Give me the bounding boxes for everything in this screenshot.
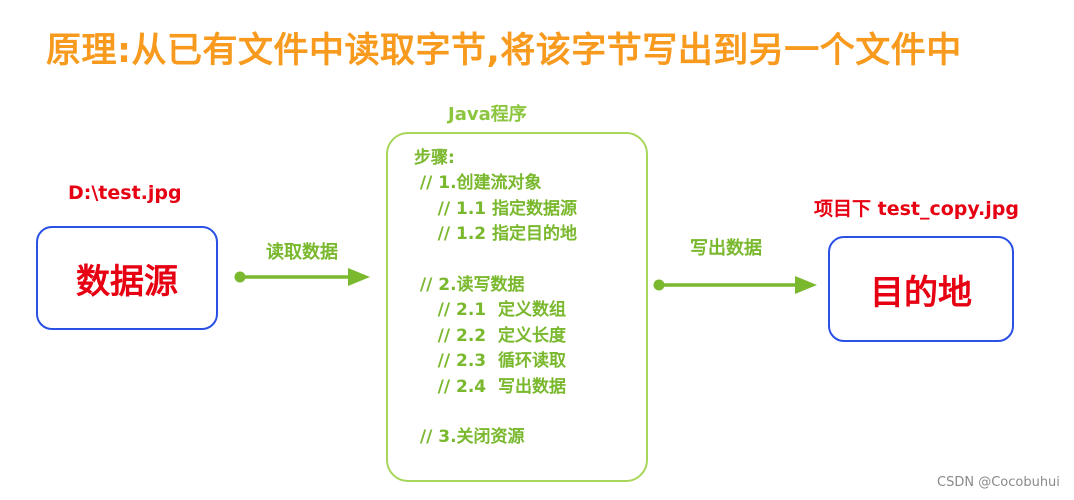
source-box: 数据源 bbox=[36, 226, 218, 330]
step-line: // 2.读写数据 bbox=[414, 274, 525, 295]
step-line: // 1.创建流对象 bbox=[414, 173, 542, 194]
program-box bbox=[386, 132, 648, 482]
step-line: 步骤: bbox=[414, 148, 455, 168]
destination-label: 目的地 bbox=[870, 272, 972, 313]
source-path: D:\test.jpg bbox=[68, 182, 182, 204]
watermark: CSDN @Cocobuhui bbox=[937, 475, 1060, 490]
destination-box: 目的地 bbox=[828, 236, 1014, 342]
step-line bbox=[414, 400, 577, 425]
page-title: 原理:从已有文件中读取字节,将该字节写出到另一个文件中 bbox=[46, 31, 962, 71]
step-line: // 2.3 循环读取 bbox=[414, 351, 566, 372]
destination-path: 项目下 test_copy.jpg bbox=[814, 198, 1019, 220]
step-line: // 1.2 指定目的地 bbox=[414, 224, 578, 245]
step-line: // 3.关闭资源 bbox=[414, 427, 525, 448]
read-arrow bbox=[234, 268, 370, 286]
step-line: // 2.1 定义数组 bbox=[414, 300, 566, 321]
step-line: // 2.4 写出数据 bbox=[414, 376, 566, 397]
write-arrow-label: 写出数据 bbox=[690, 238, 762, 259]
step-line bbox=[414, 248, 577, 273]
step-line: // 1.1 指定数据源 bbox=[414, 198, 578, 219]
write-arrow-head bbox=[795, 276, 817, 294]
program-steps: 步骤: // 1.创建流对象 // 1.1 指定数据源 // 1.2 指定目的地… bbox=[414, 146, 577, 451]
step-line: // 2.2 定义长度 bbox=[414, 325, 566, 346]
read-arrow-label: 读取数据 bbox=[266, 242, 338, 263]
source-label: 数据源 bbox=[76, 261, 178, 302]
read-arrow-head bbox=[348, 268, 370, 286]
write-arrow bbox=[653, 276, 817, 294]
program-label: Java程序 bbox=[448, 104, 527, 125]
